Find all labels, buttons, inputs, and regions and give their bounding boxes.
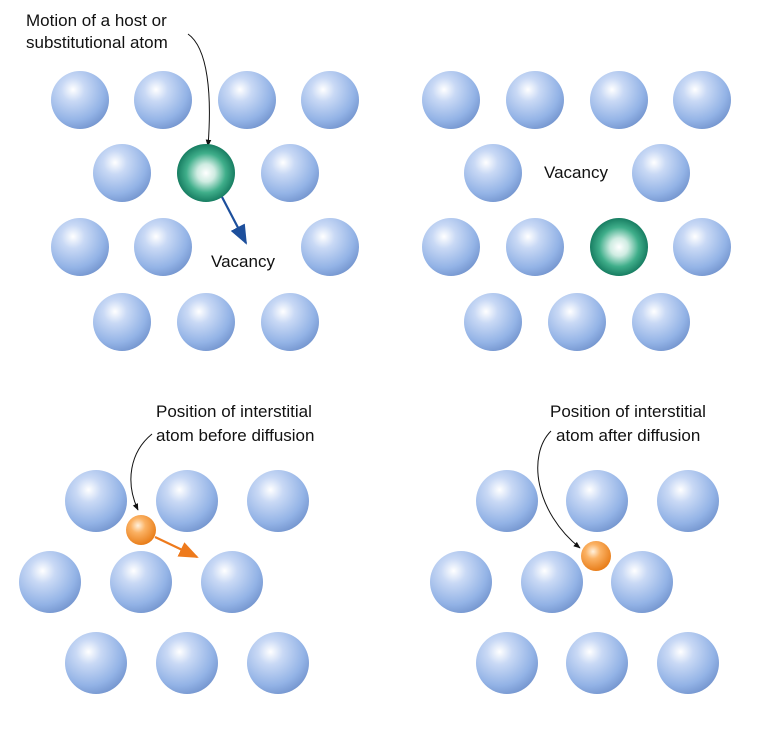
host-atom <box>19 551 81 613</box>
substitutional-atom <box>177 144 235 202</box>
host-atom <box>590 71 648 129</box>
panel-d-caption-line2: atom after diffusion <box>556 426 700 445</box>
host-atom <box>611 551 673 613</box>
host-atom <box>51 218 109 276</box>
host-atom <box>506 218 564 276</box>
host-atom <box>464 293 522 351</box>
host-atom <box>247 632 309 694</box>
panel-b-vacancy-after: Vacancy <box>422 71 731 351</box>
panel-c-caption-line1: Position of interstitial <box>156 402 312 421</box>
panel-a-vacancy-label: Vacancy <box>211 252 275 271</box>
host-atom <box>566 470 628 532</box>
panel-a-caption-line1: Motion of a host or <box>26 11 167 30</box>
host-atom <box>476 470 538 532</box>
panel-d-interstitial-after: Position of interstitial atom after diff… <box>430 402 719 694</box>
host-atom <box>261 144 319 202</box>
host-atom <box>301 71 359 129</box>
host-atom <box>506 71 564 129</box>
panel-c-interstitial-before: Position of interstitial atom before dif… <box>19 402 314 694</box>
host-atom <box>51 71 109 129</box>
host-atom <box>521 551 583 613</box>
panel-a-caption-line2: substitutional atom <box>26 33 168 52</box>
host-atom <box>110 551 172 613</box>
host-atom <box>657 470 719 532</box>
host-atom <box>632 144 690 202</box>
host-atom <box>93 144 151 202</box>
panel-c-leader-line <box>130 433 153 511</box>
host-atom <box>156 470 218 532</box>
panel-d-leader-line <box>537 430 581 549</box>
host-atom <box>464 144 522 202</box>
host-atom <box>93 293 151 351</box>
panel-a-vacancy-arrow <box>221 196 247 245</box>
host-atom <box>422 71 480 129</box>
panel-a-vacancy-before: Motion of a host or substitutional atom … <box>26 11 359 351</box>
host-atom <box>177 293 235 351</box>
host-atom <box>134 71 192 129</box>
host-atom <box>301 218 359 276</box>
host-atom <box>156 632 218 694</box>
host-atom <box>134 218 192 276</box>
substitutional-atom <box>590 218 648 276</box>
host-atom <box>673 218 731 276</box>
panel-c-interstitial-arrow <box>154 536 199 558</box>
host-atom <box>422 218 480 276</box>
host-atom <box>65 632 127 694</box>
panel-d-caption-line1: Position of interstitial <box>550 402 706 421</box>
host-atom <box>201 551 263 613</box>
interstitial-atom <box>581 541 611 571</box>
host-atom <box>247 470 309 532</box>
host-atom <box>548 293 606 351</box>
host-atom <box>476 632 538 694</box>
host-atom <box>218 71 276 129</box>
panel-a-leader-line <box>187 33 212 147</box>
panel-b-vacancy-label: Vacancy <box>544 163 608 182</box>
host-atom <box>566 632 628 694</box>
host-atom <box>657 632 719 694</box>
host-atom <box>261 293 319 351</box>
panel-c-caption-line2: atom before diffusion <box>156 426 314 445</box>
host-atom <box>430 551 492 613</box>
host-atom <box>65 470 127 532</box>
host-atom <box>632 293 690 351</box>
interstitial-atom <box>126 515 156 545</box>
host-atom <box>673 71 731 129</box>
